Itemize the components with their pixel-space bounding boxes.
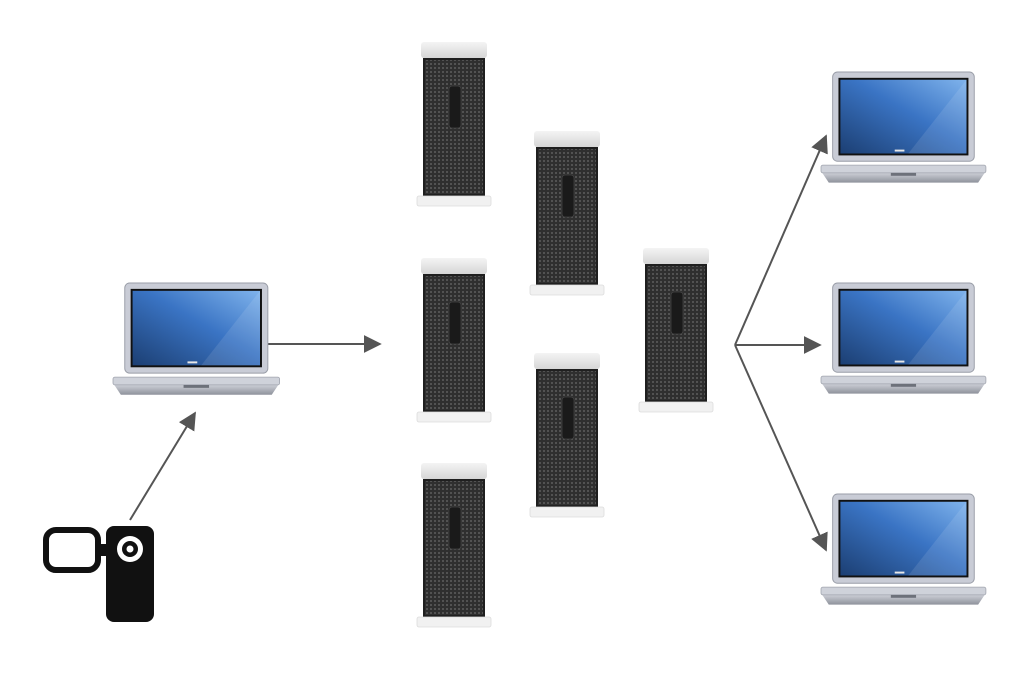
server-tower-icon-1 — [416, 41, 492, 207]
client-laptop-icon-middle — [820, 282, 987, 395]
server-tower-icon-6 — [416, 462, 492, 628]
arrow-server-to-client-top — [734, 134, 828, 346]
arrow-camera-to-laptop — [129, 411, 196, 521]
client-laptop-icon-top — [820, 71, 987, 184]
server-tower-icon-5 — [529, 352, 605, 518]
server-tower-icon-3 — [416, 257, 492, 423]
server-tower-icon-2 — [529, 130, 605, 296]
video-camera-icon — [43, 526, 154, 622]
server-tower-icon-4 — [638, 247, 714, 413]
source-laptop-icon — [112, 282, 281, 396]
arrow-server-to-client-bottom — [734, 344, 828, 552]
client-laptop-icon-bottom — [820, 493, 987, 606]
